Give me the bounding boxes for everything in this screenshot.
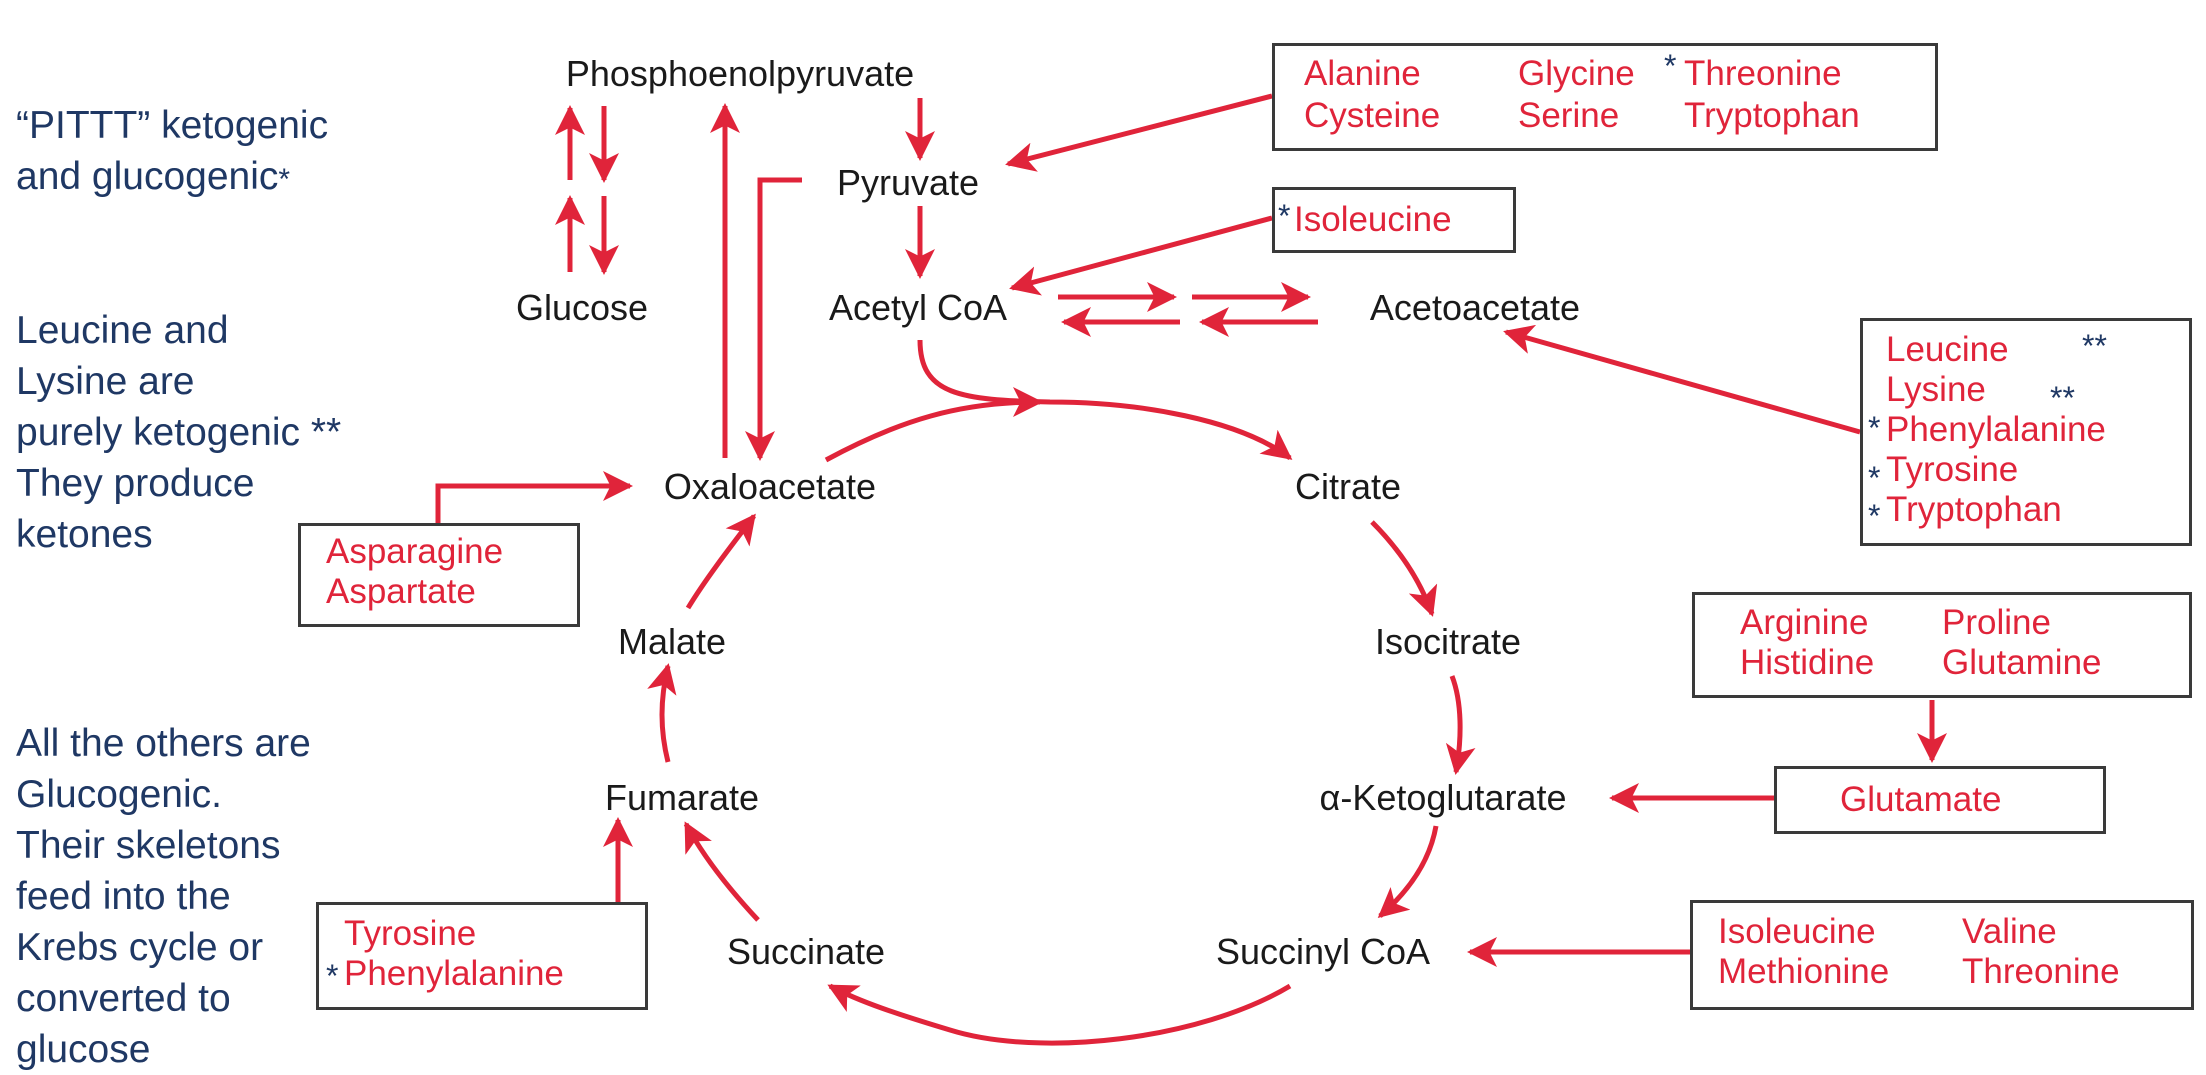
note-pittt-line-2: and glucogenic* bbox=[16, 151, 366, 205]
box-glutamate-precursors bbox=[1692, 592, 2192, 698]
aa-phenylalanine: Phenylalanine bbox=[1886, 410, 2106, 449]
node-pyruvate: Pyruvate bbox=[836, 162, 980, 203]
note-ketogenic-line-5: ketones bbox=[16, 513, 153, 556]
aa-methionine: Methionine bbox=[1718, 952, 1890, 991]
aa-alanine: Alanine bbox=[1304, 54, 1421, 93]
node-succinyl-coa: Succinyl CoA bbox=[1215, 931, 1431, 972]
aa-tryptophan: Tryptophan bbox=[1684, 96, 1860, 135]
node-fumarate: Fumarate bbox=[604, 777, 760, 818]
aa-histidine: Histidine bbox=[1740, 643, 1875, 682]
marker-tryptophan: * bbox=[1868, 498, 1881, 534]
marker-isoleucine: * bbox=[1278, 198, 1291, 234]
aa-glutamate: Glutamate bbox=[1840, 780, 2002, 819]
node-alpha-ketoglutarate: α-Ketoglutarate bbox=[1319, 777, 1567, 818]
arrow-succinate-to-fumarate bbox=[683, 821, 760, 922]
note-ketogenic-line-3: purely ketogenic ** bbox=[16, 411, 342, 454]
aa-threonine-succinyl: Threonine bbox=[1962, 952, 2120, 991]
arrow-succinyl-coa-to-succinate bbox=[827, 983, 1292, 1046]
note-glucogenic: All the others are Glucogenic. Their ske… bbox=[16, 718, 366, 1075]
arrow-oxaloacetate-to-citrate bbox=[824, 387, 1043, 463]
arrow-fumarate-to-malate bbox=[647, 663, 677, 763]
arrow-isoleucine-to-acetyl-coa bbox=[1009, 215, 1273, 296]
aa-phenylalanine-fumarate: Phenylalanine bbox=[344, 954, 564, 993]
node-oxaloacetate: Oxaloacetate bbox=[663, 466, 877, 507]
arrow-aa-to-pyruvate bbox=[1005, 93, 1273, 172]
aa-leucine: Leucine bbox=[1886, 330, 2009, 369]
note-glucogenic-line-1: All the others are bbox=[16, 722, 311, 765]
aa-isoleucine-succinyl: Isoleucine bbox=[1718, 912, 1876, 951]
node-acetyl-coa: Acetyl CoA bbox=[828, 287, 1008, 328]
arrow-aketoglutarate-to-succinyl-coa bbox=[1377, 825, 1439, 918]
node-citrate: Citrate bbox=[1294, 466, 1402, 507]
node-acetoacetate: Acetoacetate bbox=[1369, 287, 1581, 328]
arrow-malate-to-oxaloacetate bbox=[685, 513, 756, 610]
node-phosphoenolpyruvate: Phosphoenolpyruvate bbox=[565, 53, 915, 94]
node-glucose: Glucose bbox=[515, 287, 649, 328]
note-glucogenic-line-3: Their skeletons bbox=[16, 824, 281, 867]
marker-leucine: ** bbox=[2082, 328, 2107, 364]
box-glutamate bbox=[1774, 766, 2106, 834]
box-succinyl-aminoacids bbox=[1690, 900, 2194, 1010]
box-oxaloacetate-aminoacids bbox=[298, 523, 580, 627]
box-fumarate-aminoacids bbox=[316, 902, 648, 1010]
aa-cysteine: Cysteine bbox=[1304, 96, 1441, 135]
aa-threonine: Threonine bbox=[1684, 54, 1842, 93]
box-pyruvate-aminoacids bbox=[1272, 43, 1938, 151]
aa-tryptophan-ketone: Tryptophan bbox=[1886, 490, 2062, 529]
marker-lysine: ** bbox=[2050, 380, 2075, 416]
arrow-citrate-to-isocitrate bbox=[1370, 520, 1438, 617]
aa-isoleucine-acetyl: Isoleucine bbox=[1294, 200, 1452, 239]
arrow-pyruvate-to-oxaloacetate bbox=[745, 177, 802, 461]
note-ketogenic: Leucine and Lysine are purely ketogenic … bbox=[16, 305, 366, 560]
note-glucogenic-line-4: feed into the bbox=[16, 875, 231, 918]
note-glucogenic-line-6: converted to bbox=[16, 977, 231, 1020]
aa-tyrosine: Tyrosine bbox=[1886, 450, 2019, 489]
marker-phenylalanine: * bbox=[1868, 410, 1881, 446]
aa-arginine: Arginine bbox=[1740, 603, 1869, 642]
note-pittt-line-1: “PITTT” ketogenic bbox=[16, 104, 329, 147]
note-pittt: “PITTT” ketogenic and glucogenic* bbox=[16, 100, 366, 205]
box-isoleucine bbox=[1272, 187, 1516, 253]
note-glucogenic-line-7: glucose bbox=[16, 1028, 151, 1071]
aa-proline: Proline bbox=[1942, 603, 2051, 642]
note-pittt-star: * bbox=[278, 163, 291, 196]
node-succinate: Succinate bbox=[726, 931, 886, 972]
aa-glycine: Glycine bbox=[1518, 54, 1635, 93]
note-ketogenic-line-1: Leucine and bbox=[16, 309, 229, 352]
aa-lysine: Lysine bbox=[1886, 370, 1986, 409]
marker-tyrosine: * bbox=[1868, 460, 1881, 496]
aa-asparagine: Asparagine bbox=[326, 532, 504, 571]
aa-serine: Serine bbox=[1518, 96, 1620, 135]
marker-phenylalanine-fumarate: * bbox=[326, 958, 339, 994]
note-glucogenic-line-2: Glucogenic. bbox=[16, 773, 222, 816]
note-pittt-line-2-text: and glucogenic bbox=[16, 155, 279, 198]
note-glucogenic-line-5: Krebs cycle or bbox=[16, 926, 264, 969]
arrow-ketone-aa-to-acetoacetate bbox=[1503, 324, 1861, 435]
node-malate: Malate bbox=[617, 621, 727, 662]
aa-aspartate: Aspartate bbox=[326, 572, 476, 611]
arrow-asparagine-to-oxaloacetate bbox=[435, 471, 633, 524]
marker-threonine: * bbox=[1664, 48, 1677, 84]
note-ketogenic-line-4: They produce bbox=[16, 462, 255, 505]
aa-tyrosine-fumarate: Tyrosine bbox=[344, 914, 477, 953]
aa-valine: Valine bbox=[1962, 912, 2057, 951]
arrow-isocitrate-to-aketoglutarate bbox=[1445, 675, 1476, 775]
aa-glutamine: Glutamine bbox=[1942, 643, 2102, 682]
note-ketogenic-line-2: Lysine are bbox=[16, 360, 195, 403]
node-isocitrate: Isocitrate bbox=[1374, 621, 1522, 662]
box-ketone-aminoacids bbox=[1860, 318, 2192, 546]
arrow-acetyl-coa-to-citrate bbox=[917, 339, 1293, 460]
